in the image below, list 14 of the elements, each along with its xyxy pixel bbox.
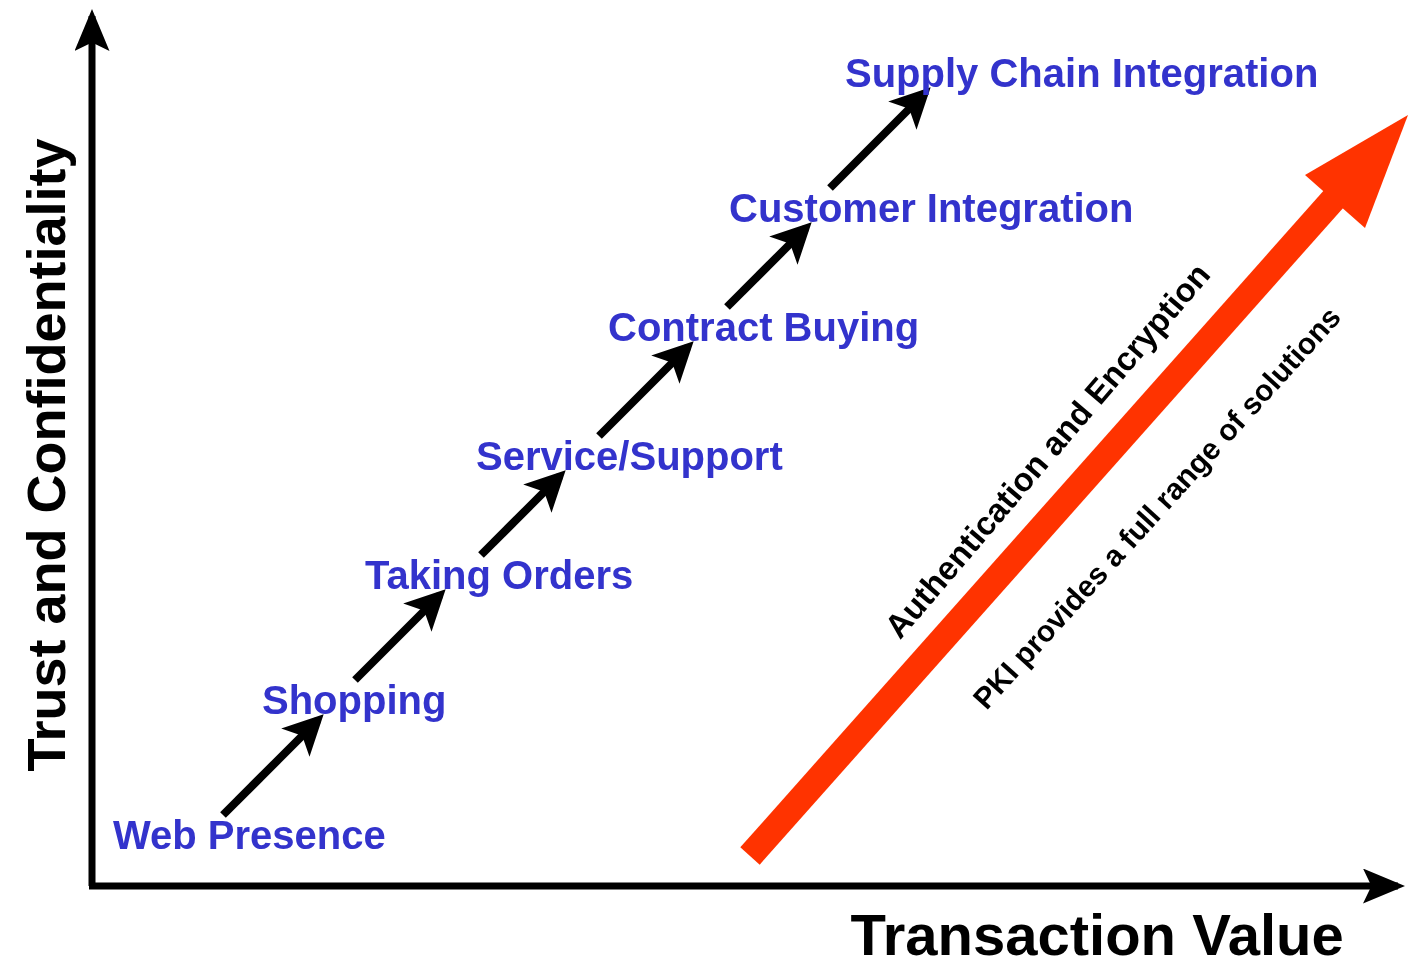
stage-label: Service/Support xyxy=(476,436,783,476)
arrow xyxy=(596,341,694,439)
arrow xyxy=(352,589,446,683)
stage-label: Web Presence xyxy=(113,815,386,855)
stage-label: Contract Buying xyxy=(608,307,920,347)
axis-title: Transaction Value xyxy=(850,906,1344,962)
stage-label: Shopping xyxy=(262,680,447,720)
arrow xyxy=(478,470,566,558)
arrow xyxy=(827,87,931,191)
arrow xyxy=(220,714,324,818)
stage-label: Supply Chain Integration xyxy=(845,53,1319,93)
stage-label: Taking Orders xyxy=(365,555,634,595)
stage-label: Customer Integration xyxy=(729,188,1134,228)
arrow xyxy=(724,222,812,310)
